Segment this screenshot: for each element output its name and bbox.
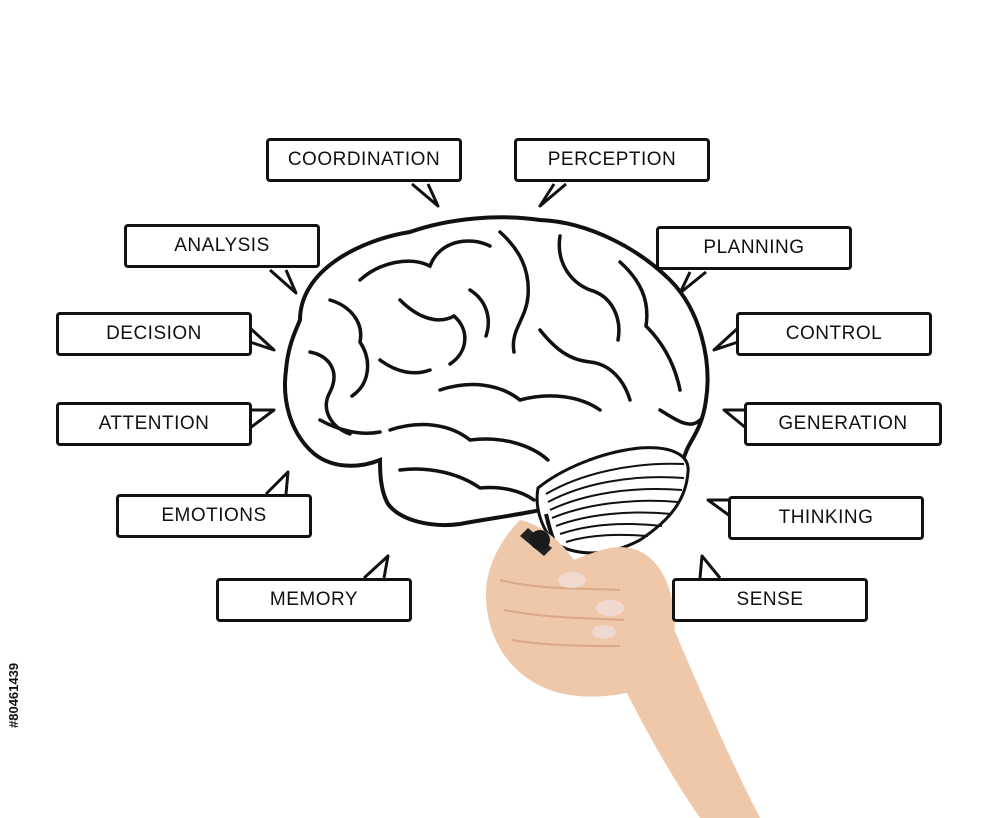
label-perception: PERCEPTION — [514, 138, 710, 182]
label-memory-text: MEMORY — [269, 589, 359, 610]
label-sense: SENSE — [672, 578, 868, 622]
brain-gyri — [308, 230, 702, 502]
brain-illustration — [283, 215, 710, 574]
label-decision-text: DECISION — [106, 323, 202, 344]
finger-lines — [499, 579, 625, 647]
label-generation-text: GENERATION — [778, 413, 908, 434]
label-coordination: COORDINATION — [266, 138, 462, 182]
label-analysis: ANALYSIS — [124, 224, 320, 268]
bubble-tails — [248, 182, 747, 580]
label-generation: GENERATION — [744, 402, 942, 446]
label-coordination-text: COORDINATION — [287, 149, 441, 170]
label-memory: MEMORY — [216, 578, 412, 622]
label-thinking: THINKING — [728, 496, 924, 540]
label-control-text: CONTROL — [785, 323, 883, 344]
label-planning-text: PLANNING — [703, 237, 805, 258]
label-perception-text: PERCEPTION — [547, 149, 677, 170]
label-planning: PLANNING — [656, 226, 852, 270]
marker-tip — [530, 530, 550, 550]
label-sense-text: SENSE — [736, 589, 804, 610]
label-analysis-text: ANALYSIS — [174, 235, 270, 256]
label-attention: ATTENTION — [56, 402, 252, 446]
label-control: CONTROL — [736, 312, 932, 356]
label-emotions-text: EMOTIONS — [161, 505, 267, 526]
stock-image-id: #80461439 — [6, 662, 21, 728]
fingernails — [558, 572, 624, 639]
label-emotions: EMOTIONS — [116, 494, 312, 538]
label-attention-text: ATTENTION — [98, 413, 210, 434]
hand-holding-marker — [485, 520, 760, 818]
hand — [485, 520, 675, 697]
label-thinking-text: THINKING — [778, 507, 874, 528]
label-decision: DECISION — [56, 312, 252, 356]
cerebellum-folds — [545, 462, 685, 543]
